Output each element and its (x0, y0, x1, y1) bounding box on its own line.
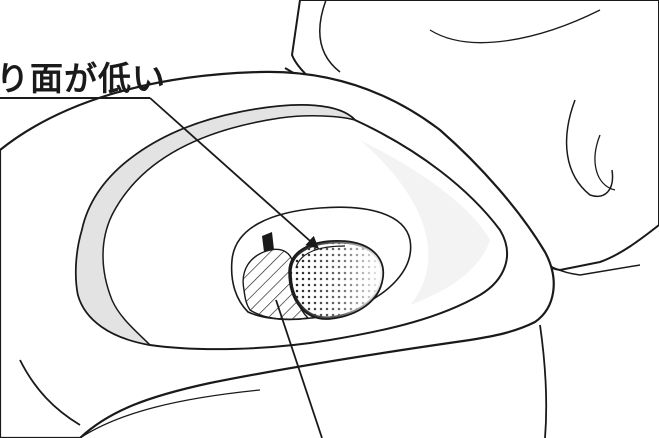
callout-label: り面が低い (0, 59, 166, 98)
drain-area (230, 206, 412, 321)
arrow-leader-icon (149, 97, 319, 249)
leader-line-bottom (275, 299, 323, 438)
